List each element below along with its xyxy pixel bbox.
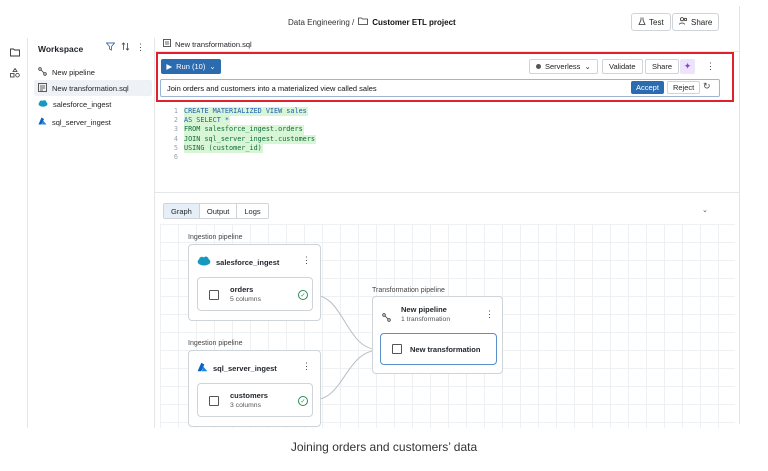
breadcrumb-parent[interactable]: Data Engineering / (288, 17, 355, 27)
sidebar-item-new-pipeline[interactable]: New pipeline (34, 64, 152, 80)
chevron-down-icon: ⌄ (209, 62, 216, 71)
new-transformation-node[interactable]: New transformation (380, 333, 497, 365)
ingestion-label: Ingestion pipeline (188, 340, 243, 347)
azure-icon (38, 117, 47, 127)
sql-file-icon (392, 344, 402, 354)
graph-edges (312, 294, 381, 401)
left-rail (0, 38, 28, 428)
run-button[interactable]: ▶ Run (10) ⌄ (161, 59, 221, 74)
node-subtitle: 3 columns (230, 402, 261, 409)
more-icon[interactable]: ⋮ (706, 61, 715, 71)
breadcrumb: Data Engineering / Customer ETL project (288, 17, 456, 27)
tab-logs[interactable]: Logs (237, 204, 268, 218)
accept-button[interactable]: Accept (631, 81, 664, 94)
share-button[interactable]: Share (672, 13, 720, 31)
sidebar-item-new-transformation[interactable]: New transformation.sql (34, 80, 152, 96)
check-icon: ✓ (298, 290, 308, 300)
node-subtitle: 5 columns (230, 296, 261, 303)
sql-file-icon (38, 82, 47, 94)
assistant-sparkle-icon[interactable]: ✦ (680, 59, 695, 74)
sidebar-item-label: sql_server_ingest (52, 117, 111, 127)
assistant-prompt[interactable]: Join orders and customers into a materia… (160, 79, 720, 97)
sort-icon[interactable] (121, 42, 130, 53)
folder-icon[interactable] (10, 44, 20, 57)
azure-icon (197, 362, 208, 374)
card-title: salesforce_ingest (216, 257, 280, 267)
folder-icon (358, 17, 369, 27)
play-icon: ▶ (166, 62, 173, 71)
shapes-icon[interactable] (10, 65, 20, 78)
ingestion-label: Ingestion pipeline (188, 234, 243, 241)
salesforce-icon (197, 256, 211, 268)
tab-output[interactable]: Output (199, 204, 238, 218)
sidebar-item-label: New pipeline (52, 67, 95, 77)
card-subtitle: 1 transformation (401, 316, 451, 323)
chevron-down-icon[interactable]: ⌄ (702, 207, 708, 214)
filter-icon[interactable] (105, 42, 116, 53)
panel-divider[interactable] (155, 192, 740, 193)
new-pipeline-card[interactable]: New pipeline 1 transformation ⋮ New tran… (372, 296, 503, 374)
card-title: sql_server_ingest (213, 363, 277, 373)
editor-share-button[interactable]: Share (645, 59, 680, 74)
node-title: orders (230, 285, 254, 294)
node-title: New transformation (410, 345, 481, 354)
graph-tabs: Graph Output Logs (163, 203, 269, 219)
code-line: 6 (173, 152, 178, 161)
node-title: customers (230, 391, 268, 400)
app-window: Data Engineering / Customer ETL project … (0, 6, 740, 428)
salesforce-icon (38, 99, 48, 109)
tab-graph[interactable]: Graph (164, 204, 200, 218)
tab-new-transformation[interactable]: New transformation.sql (163, 39, 252, 49)
top-bar: Data Engineering / Customer ETL project … (0, 6, 732, 38)
flask-icon (638, 17, 646, 27)
sidebar-item-label: New transformation.sql (52, 83, 129, 93)
validate-button[interactable]: Validate (602, 59, 643, 74)
test-button[interactable]: Test (631, 13, 671, 31)
chevron-down-icon: ⌄ (584, 62, 591, 71)
sidebar-title: Workspace (38, 44, 84, 54)
more-icon[interactable]: ⋮ (302, 361, 311, 371)
transformation-label: Transformation pipeline (372, 287, 445, 294)
regenerate-icon[interactable]: ↻ (703, 81, 711, 91)
compute-selector[interactable]: Serverless ⌄ (529, 59, 598, 74)
more-icon[interactable]: ⋮ (136, 42, 145, 52)
more-icon[interactable]: ⋮ (302, 255, 311, 265)
sql-file-icon (163, 39, 171, 49)
project-title: Customer ETL project (372, 17, 456, 27)
figure-caption: Joining orders and customers’ data (290, 440, 478, 454)
highlight-box (156, 52, 734, 102)
workspace-sidebar: Workspace ⋮ New pipeline New transformat… (28, 38, 155, 428)
check-icon: ✓ (298, 396, 308, 406)
salesforce-ingest-card[interactable]: salesforce_ingest ⋮ orders 5 columns ✓ (188, 244, 321, 321)
card-title: New pipeline (401, 305, 447, 314)
sidebar-item-sql-server-ingest[interactable]: sql_server_ingest (34, 114, 152, 130)
users-icon (679, 17, 688, 27)
table-icon (209, 396, 219, 406)
editor-tab-strip: New transformation.sql (155, 38, 740, 52)
pipeline-icon (38, 66, 47, 78)
table-icon (209, 290, 219, 300)
more-icon[interactable]: ⋮ (485, 309, 494, 319)
sql-server-ingest-card[interactable]: sql_server_ingest ⋮ customers 3 columns … (188, 350, 321, 427)
customers-node[interactable]: customers 3 columns ✓ (197, 383, 313, 417)
pipeline-icon (382, 309, 391, 327)
sidebar-item-label: salesforce_ingest (53, 99, 112, 109)
reject-button[interactable]: Reject (667, 81, 701, 94)
sidebar-item-salesforce-ingest[interactable]: salesforce_ingest (34, 96, 152, 112)
status-dot-icon (536, 64, 541, 69)
orders-node[interactable]: orders 5 columns ✓ (197, 277, 313, 311)
